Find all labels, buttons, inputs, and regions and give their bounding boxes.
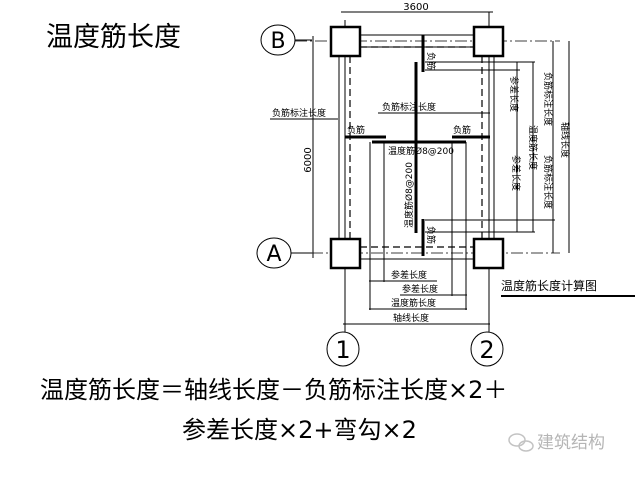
neg-mark-len-top-label: 负筋标注长度: [382, 101, 436, 113]
temp-len-right: 温度筋长度: [527, 125, 539, 170]
neg-bar-right-label: 负筋: [453, 124, 471, 136]
column-b1: [329, 25, 362, 58]
dim-width: 3600: [403, 2, 428, 13]
neg-bar-top-label: 负筋: [425, 52, 437, 70]
neg-bar-bottom-label: 负筋: [425, 226, 437, 244]
svg-text:A: A: [266, 242, 281, 267]
temp-bar-h-label: 温度筋Ø8@200: [388, 145, 454, 157]
ref-len-bottom-1: 参差长度: [391, 269, 427, 281]
axis-bubble-2: 2: [470, 331, 504, 367]
axis-bubble-b: B: [260, 24, 312, 56]
ref-len-bottom-2: 参差长度: [402, 283, 438, 295]
temp-len-bottom: 温度筋长度: [391, 297, 436, 309]
neg-bar-left-label: 负筋: [347, 124, 365, 136]
neg-mark-len-left-label: 负筋标注长度: [272, 107, 326, 119]
axis-bubble-a: A: [256, 237, 312, 269]
ref-len-right-2: 参差长度: [510, 155, 522, 191]
svg-text:1: 1: [335, 336, 350, 364]
ref-len-right-1: 参差长度: [508, 76, 520, 112]
neg-mark-len-right-2: 负筋标注长度: [542, 155, 554, 209]
wechat-icon: [508, 433, 534, 452]
watermark-text: 建筑结构: [537, 433, 605, 453]
svg-text:B: B: [270, 29, 285, 54]
column-a2: [472, 237, 505, 270]
temp-bar-v-label: 温度筋Ø8@200: [403, 162, 415, 228]
formula-line-1: 温度筋长度＝轴线长度－负筋标注长度×2＋: [40, 376, 507, 404]
column-a1: [329, 237, 362, 270]
axis-bubble-1: 1: [326, 331, 360, 367]
diagram-caption: 温度筋长度计算图: [501, 278, 597, 293]
svg-text:2: 2: [479, 336, 494, 364]
diagram-title: 温度筋长度: [46, 22, 181, 53]
dim-height: 6000: [303, 147, 314, 172]
axis-len-bottom: 轴线长度: [393, 312, 429, 324]
neg-mark-len-right: 负筋标注长度: [542, 72, 554, 126]
axis-len-right: 轴线长度: [559, 122, 571, 158]
column-b2: [472, 25, 505, 58]
formula-line-2: 参差长度×2+弯勾×2: [182, 416, 417, 444]
